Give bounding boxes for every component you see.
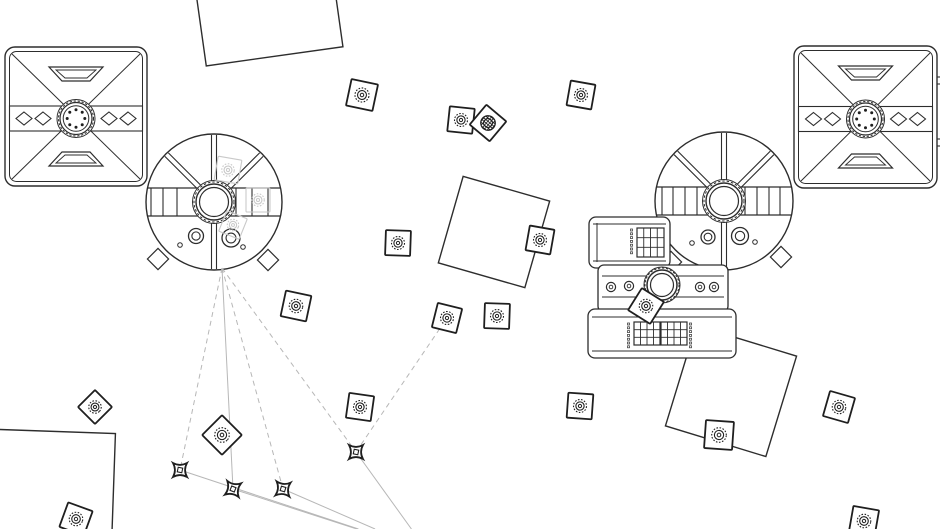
gear-icon bbox=[856, 513, 872, 529]
diamond-icon bbox=[823, 111, 842, 127]
hub-dial bbox=[192, 180, 236, 224]
hull-plate[interactable] bbox=[0, 427, 117, 529]
core-icon bbox=[229, 485, 237, 493]
hull-plate[interactable] bbox=[186, 0, 344, 67]
debris-gear[interactable] bbox=[384, 229, 412, 257]
diamond-icon bbox=[100, 111, 118, 126]
diamond-icon bbox=[908, 111, 927, 127]
core-icon bbox=[352, 448, 360, 456]
station-module-a bbox=[588, 216, 671, 269]
gear-icon bbox=[88, 400, 102, 414]
rivet-icon bbox=[752, 239, 758, 245]
gear-icon bbox=[354, 87, 370, 103]
diamond-icon bbox=[804, 111, 823, 127]
pickup-sparkle[interactable] bbox=[272, 478, 294, 500]
station-module-d bbox=[587, 308, 737, 359]
gear-icon bbox=[573, 87, 589, 103]
diamond-icon bbox=[119, 111, 137, 126]
landing-foot bbox=[256, 248, 280, 272]
diamond-icon bbox=[889, 111, 908, 127]
debris-gear[interactable] bbox=[483, 302, 511, 330]
debris-gear[interactable] bbox=[822, 390, 856, 424]
ghost-debris bbox=[218, 210, 248, 240]
thruster-port bbox=[187, 227, 205, 245]
thruster-port bbox=[700, 229, 716, 245]
debris-gear[interactable] bbox=[431, 302, 463, 334]
panel-station[interactable] bbox=[4, 46, 148, 187]
debris-gear[interactable] bbox=[345, 78, 379, 112]
gear-icon bbox=[226, 218, 240, 232]
debris-gear[interactable] bbox=[201, 414, 243, 456]
debris-gear[interactable] bbox=[524, 224, 556, 256]
debris-gear[interactable] bbox=[58, 501, 94, 529]
gear-icon bbox=[251, 193, 265, 207]
gear-icon bbox=[352, 399, 368, 415]
hub-dial bbox=[702, 179, 746, 223]
debris-gear[interactable] bbox=[627, 287, 665, 325]
hub-dial bbox=[846, 99, 885, 139]
diamond-icon bbox=[34, 111, 52, 126]
rivet-icon bbox=[605, 281, 617, 293]
gear-icon bbox=[831, 399, 847, 415]
pickup-sparkle[interactable] bbox=[346, 442, 366, 462]
rivet-icon bbox=[694, 281, 706, 293]
debris-gear[interactable] bbox=[565, 391, 595, 421]
debris-gear[interactable] bbox=[345, 392, 375, 422]
landing-foot bbox=[769, 245, 793, 269]
round-station[interactable] bbox=[145, 133, 283, 272]
pickup-sparkle[interactable] bbox=[222, 478, 244, 500]
debris-gear[interactable] bbox=[565, 79, 597, 111]
rivet-icon bbox=[177, 242, 183, 248]
pickup-sparkle[interactable] bbox=[170, 460, 190, 480]
crosshatch-icon bbox=[480, 115, 496, 131]
debris-gear[interactable] bbox=[469, 104, 507, 142]
gear-icon bbox=[68, 511, 84, 527]
tether-lines bbox=[179, 267, 448, 529]
core-icon bbox=[176, 466, 184, 474]
rivet-icon bbox=[708, 281, 720, 293]
gear-icon bbox=[390, 235, 406, 251]
debris-gear[interactable] bbox=[848, 505, 880, 529]
landing-foot bbox=[146, 247, 170, 271]
core-icon bbox=[279, 485, 287, 493]
rivet-icon bbox=[689, 240, 695, 246]
modular-station[interactable] bbox=[587, 216, 737, 359]
debris-gear[interactable] bbox=[703, 419, 735, 451]
ghost-debris bbox=[245, 187, 271, 213]
gear-icon bbox=[221, 163, 235, 177]
gear-icon bbox=[288, 298, 304, 314]
debris-gear[interactable] bbox=[279, 289, 313, 323]
debris-gear[interactable] bbox=[77, 389, 113, 425]
hub-dial bbox=[56, 99, 96, 138]
debris-gear[interactable] bbox=[446, 105, 476, 135]
diamond-icon bbox=[15, 111, 33, 126]
panel-station[interactable] bbox=[793, 45, 940, 189]
rivet-icon bbox=[623, 280, 635, 292]
ghost-debris bbox=[213, 155, 243, 185]
gear-icon bbox=[572, 398, 588, 414]
gear-icon bbox=[453, 112, 469, 128]
thruster-port bbox=[730, 226, 750, 246]
gear-icon bbox=[638, 298, 654, 314]
rivet-icon bbox=[240, 244, 246, 250]
